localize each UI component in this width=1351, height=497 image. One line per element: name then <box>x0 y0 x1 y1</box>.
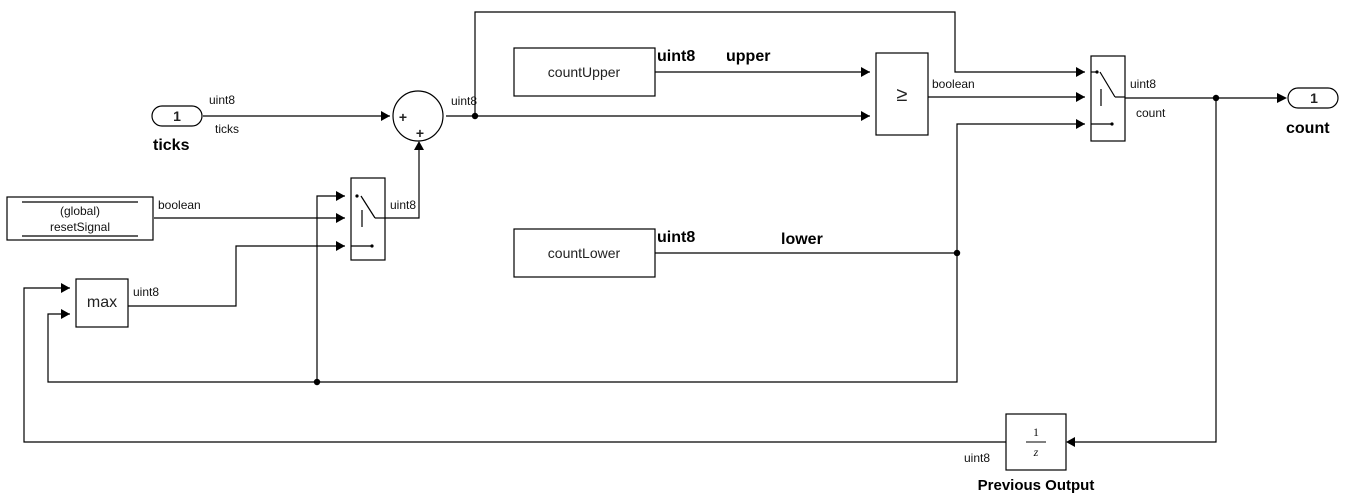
count-upper-block[interactable]: countUpper uint8 upper <box>513 47 770 97</box>
signal-lines <box>23 11 1282 443</box>
block-shape[interactable] <box>513 47 656 97</box>
block-label: max <box>87 294 117 311</box>
block-shape[interactable] <box>392 90 444 142</box>
arrowheads <box>61 67 1287 447</box>
signal-name-label: lower <box>781 231 823 248</box>
sum-sign-bottom: + <box>416 125 424 141</box>
wire-lower-branch[interactable] <box>47 253 958 383</box>
sum-block[interactable]: + + uint8 <box>392 90 477 142</box>
signal-type-label: uint8 <box>209 93 235 107</box>
branch-point <box>1212 94 1220 102</box>
signal-name-label: upper <box>726 48 770 65</box>
inport-number: 1 <box>173 108 181 124</box>
signal-type-label: uint8 <box>133 285 159 299</box>
inport-ticks[interactable]: 1 ticks uint8 ticks <box>151 93 239 154</box>
block-shape[interactable] <box>513 228 656 278</box>
inport-shape[interactable] <box>151 105 203 127</box>
delay-numerator: 1 <box>1033 425 1039 439</box>
block-shape[interactable] <box>1090 55 1126 142</box>
wire-feedback-branch[interactable] <box>316 195 345 382</box>
wire-switch-to-sum[interactable] <box>385 150 420 219</box>
signal-type-label: uint8 <box>964 451 990 465</box>
sum-sign-left: + <box>399 109 407 125</box>
branch-point <box>953 249 961 257</box>
signal-type-label: uint8 <box>451 94 477 108</box>
block-label: countUpper <box>548 64 621 80</box>
outport-number: 1 <box>1310 90 1318 106</box>
arrowhead <box>336 191 345 201</box>
block-shape[interactable] <box>875 52 929 136</box>
block-label-line1: (global) <box>60 204 100 218</box>
switch-blade <box>1099 71 1116 98</box>
block-name: Previous Output <box>978 477 1095 494</box>
arrowhead <box>414 141 424 150</box>
compare-operator: ≥ <box>897 84 908 106</box>
outport-shape[interactable] <box>1287 87 1339 109</box>
block-shape[interactable] <box>350 177 386 261</box>
block-shape[interactable] <box>6 196 154 241</box>
reset-switch-block[interactable]: uint8 <box>350 177 416 261</box>
arrowhead <box>336 241 345 251</box>
signal-type-label: uint8 <box>657 48 695 65</box>
arrowhead <box>336 213 345 223</box>
compare-block[interactable]: ≥ boolean <box>875 52 975 136</box>
signal-type-label: uint8 <box>390 198 416 212</box>
branch-point <box>313 378 321 386</box>
block-label-line2: resetSignal <box>50 220 110 234</box>
arrowhead <box>1277 93 1287 103</box>
signal-name-label: count <box>1136 106 1166 120</box>
block-shape[interactable] <box>75 278 129 328</box>
arrowhead <box>1066 437 1075 447</box>
arrowhead <box>1076 92 1085 102</box>
signal-type-label: uint8 <box>1130 77 1156 91</box>
max-block[interactable]: max uint8 <box>75 278 159 328</box>
arrowhead <box>1076 119 1085 129</box>
block-label: countLower <box>548 245 621 261</box>
signal-name-label: ticks <box>215 122 239 136</box>
signal-type-label: boolean <box>158 198 201 212</box>
arrowhead <box>61 309 70 319</box>
wire-max-out[interactable] <box>128 245 345 307</box>
wire-sum-branch[interactable] <box>474 11 1085 116</box>
switch-blade <box>360 195 376 219</box>
unit-delay-block[interactable]: 1 z uint8 Previous Output <box>964 413 1095 494</box>
wire-to-delay[interactable] <box>1073 98 1217 443</box>
count-lower-block[interactable]: countLower uint8 lower <box>513 228 823 278</box>
delay-denominator: z <box>1033 445 1039 459</box>
arrowhead <box>1076 67 1085 77</box>
output-switch-block[interactable]: uint8 count <box>1090 55 1166 142</box>
signal-type-label: boolean <box>932 77 975 91</box>
arrowhead <box>61 283 70 293</box>
outport-count[interactable]: 1 count <box>1286 87 1339 137</box>
signal-type-label: uint8 <box>657 229 695 246</box>
arrowhead <box>861 67 870 77</box>
branch-points <box>313 94 1220 386</box>
wire-delay-out[interactable] <box>23 287 1006 443</box>
global-reset-block[interactable]: (global) resetSignal boolean <box>6 196 201 241</box>
outport-name: count <box>1286 120 1330 137</box>
inport-name: ticks <box>153 137 190 154</box>
wire-lower[interactable] <box>655 123 1085 254</box>
arrowhead <box>861 111 870 121</box>
arrowhead <box>381 111 390 121</box>
branch-point <box>471 112 479 120</box>
switch-terminal <box>355 194 359 198</box>
